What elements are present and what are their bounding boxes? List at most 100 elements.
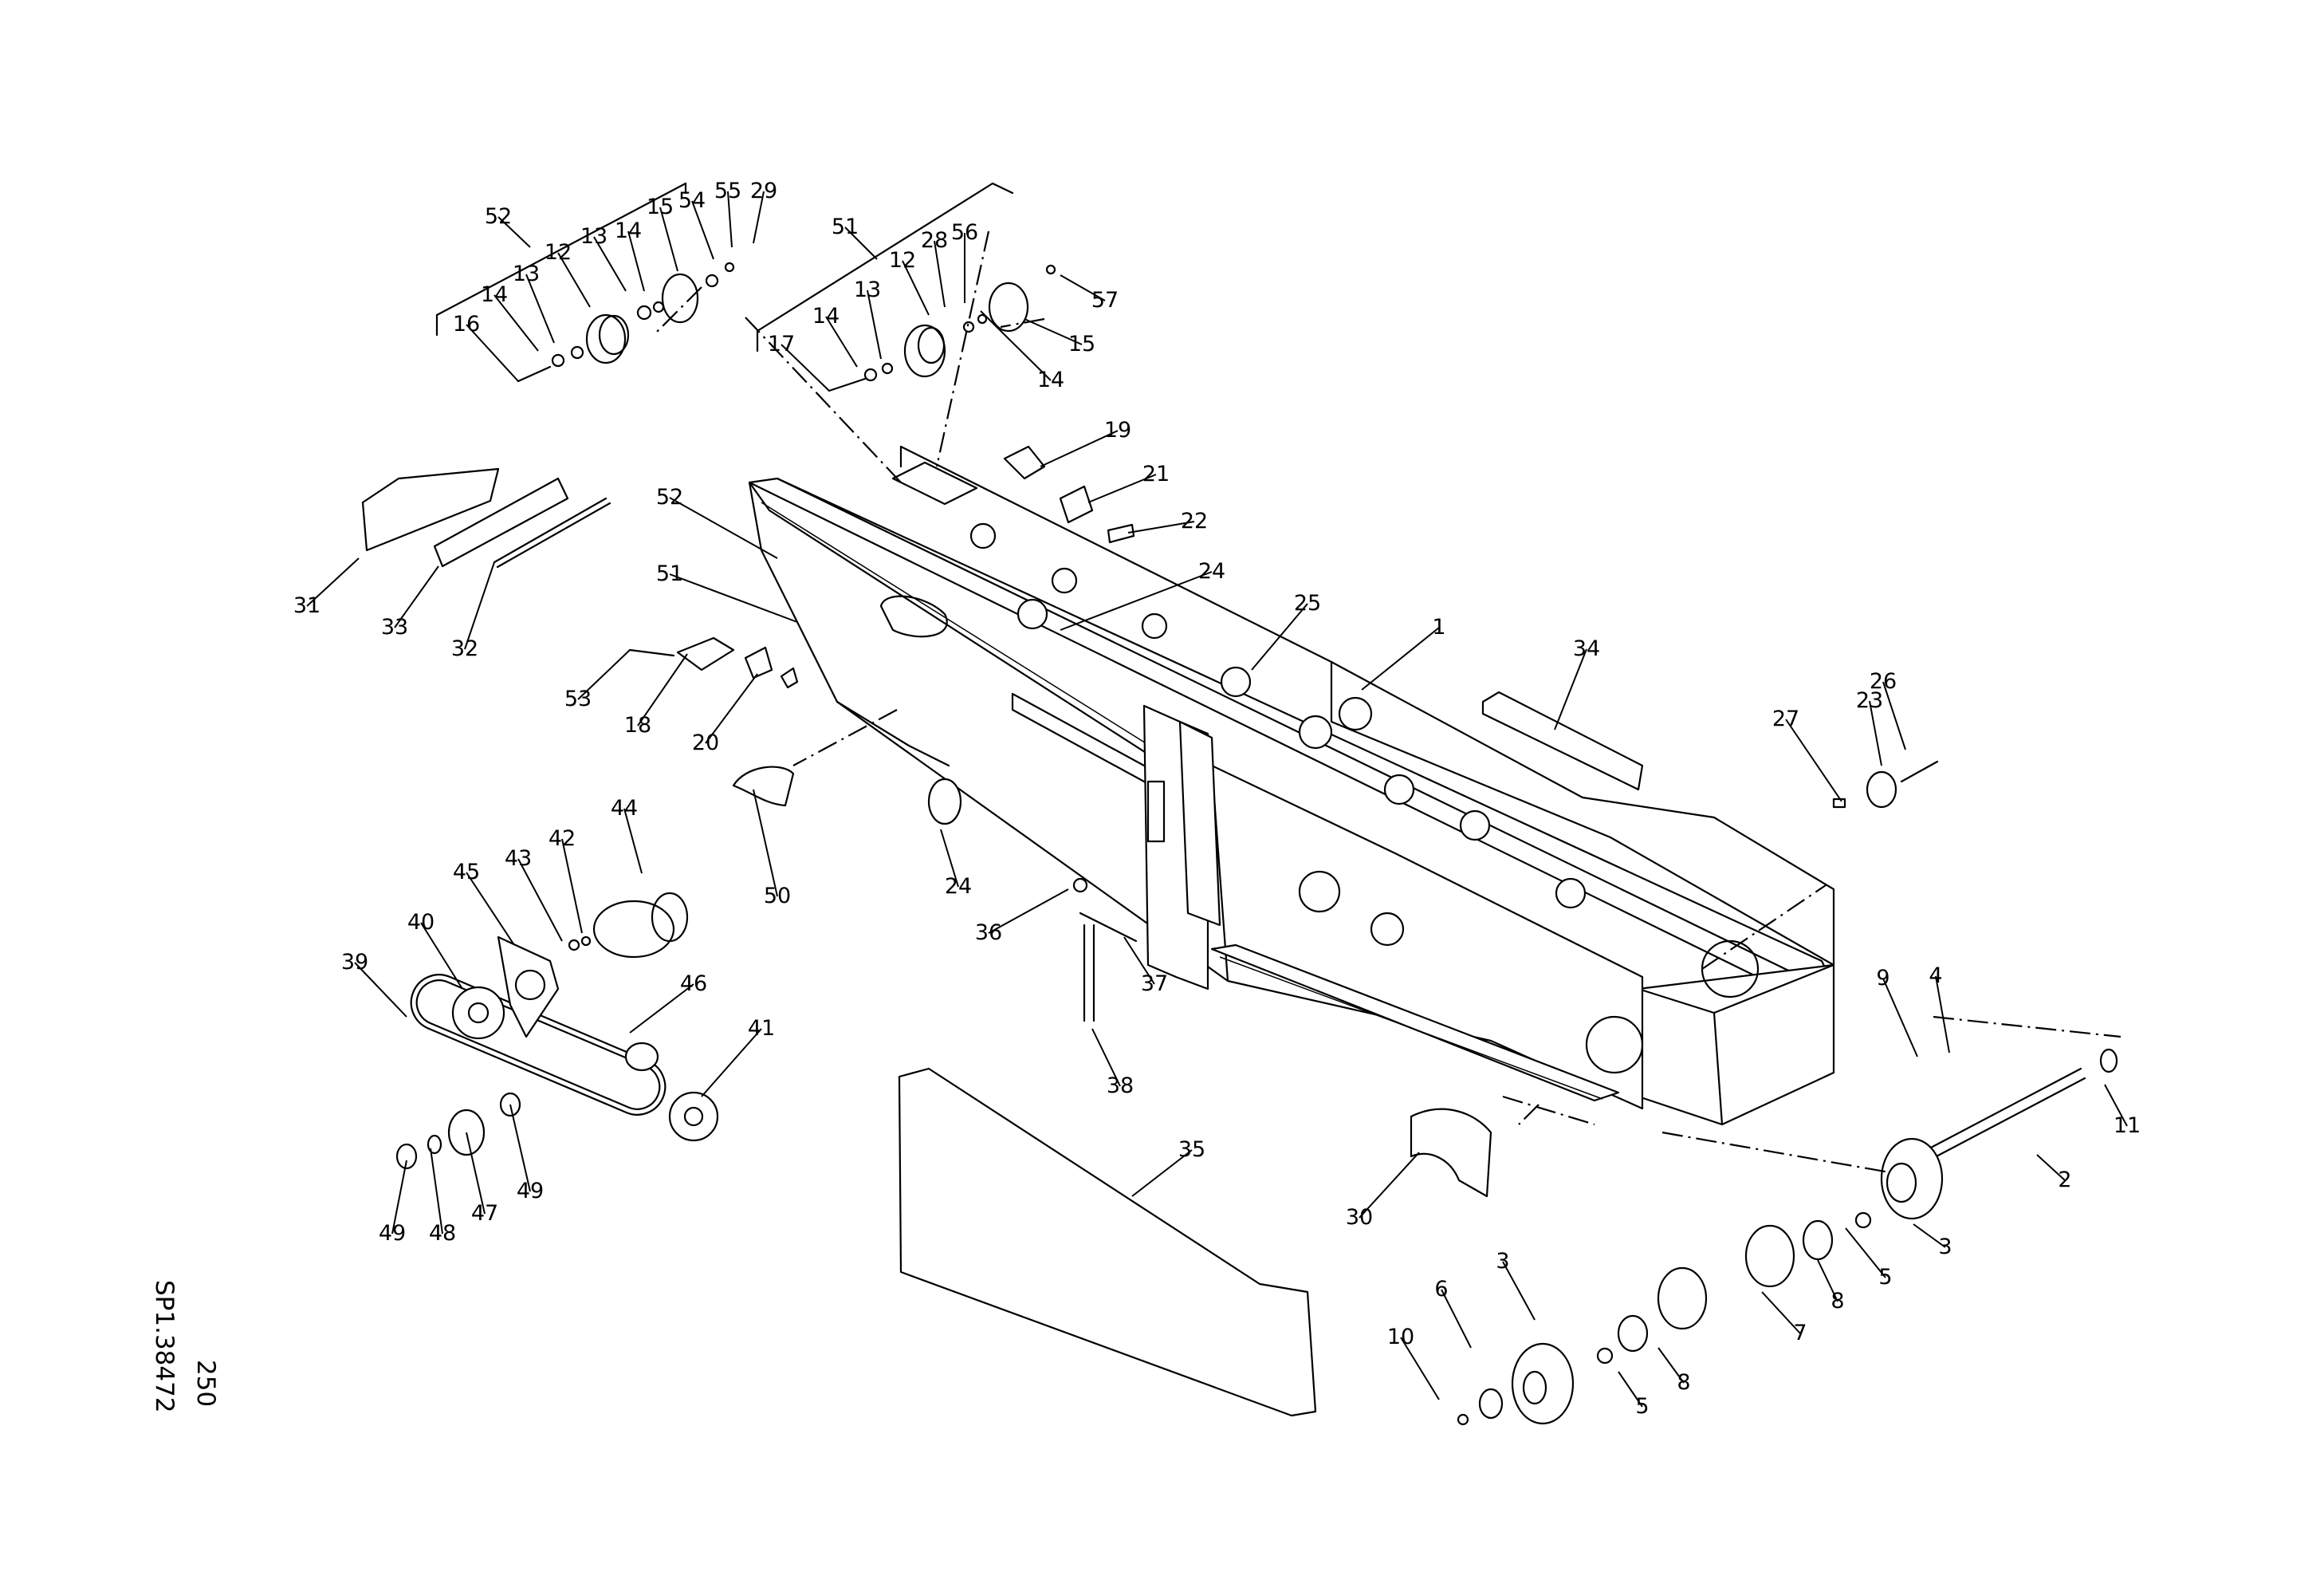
callout-leader-c3b	[1502, 1261, 1536, 1321]
callout-label-c28: 28	[921, 228, 948, 253]
callout-label-c56: 56	[951, 220, 978, 245]
callout-leader-c24b	[940, 829, 959, 888]
callout-leader-c15a	[659, 207, 678, 272]
callout-leader-c14b	[627, 230, 645, 292]
callout-label-c14b: 14	[615, 219, 642, 243]
callout-leader-c46	[629, 983, 694, 1034]
callout-label-c36: 36	[975, 920, 1002, 945]
callout-label-c35: 35	[1178, 1137, 1205, 1162]
callout-label-c49a: 49	[379, 1221, 406, 1246]
callout-label-c20: 20	[692, 731, 719, 755]
callout-leader-c13a	[525, 274, 555, 344]
assembly-lines	[653, 230, 2121, 1174]
callout-label-c9: 9	[1876, 966, 1889, 990]
callout-label-c14c: 14	[812, 304, 840, 329]
callout-label-c5b: 5	[1635, 1394, 1649, 1419]
callout-label-c15a: 15	[647, 195, 674, 219]
callout-leader-c51a	[844, 226, 878, 260]
callout-leader-c21	[1087, 474, 1157, 503]
callout-leader-c2	[2036, 1154, 2066, 1181]
callout-label-c55: 55	[714, 179, 741, 203]
callout-label-c45: 45	[453, 860, 480, 884]
callout-leader-c31	[306, 557, 360, 607]
callout-label-c34: 34	[1573, 636, 1600, 661]
callout-leader-c20	[705, 673, 758, 744]
callout-label-c24b: 24	[945, 874, 972, 899]
callout-leader-c33	[394, 565, 439, 628]
callout-label-c29: 29	[750, 179, 777, 203]
callout-leader-c24a	[1060, 571, 1213, 631]
callout-label-c37: 37	[1141, 971, 1168, 996]
callout-label-c32: 32	[451, 636, 478, 661]
callout-leader-c37	[1123, 936, 1155, 985]
callout-label-c26: 26	[1870, 669, 1897, 694]
callout-label-c25: 25	[1294, 591, 1321, 616]
callout-label-c13c: 13	[854, 278, 881, 302]
callout-label-c8a: 8	[1830, 1289, 1844, 1313]
callout-label-c3b: 3	[1496, 1249, 1509, 1274]
callout-leader-c19	[1040, 430, 1119, 467]
callout-leader-c30	[1359, 1152, 1420, 1219]
callout-leader-c44	[623, 808, 643, 874]
callout-label-c22: 22	[1181, 509, 1208, 534]
callout-leader-c15b	[1024, 318, 1083, 345]
callout-leader-c11	[2104, 1084, 2128, 1127]
callout-label-c43: 43	[505, 846, 532, 871]
callout-label-c38: 38	[1107, 1073, 1134, 1098]
callout-label-c39: 39	[341, 950, 368, 975]
callout-label-c42: 42	[549, 826, 576, 851]
pulley-assembly-51	[756, 182, 1056, 392]
callout-label-c46: 46	[680, 971, 707, 996]
callout-label-c18: 18	[624, 713, 651, 738]
pulley-assembly-52	[435, 182, 735, 383]
callout-label-c13a: 13	[513, 262, 540, 286]
callout-label-c14a: 14	[481, 282, 508, 307]
callout-label-c47: 47	[471, 1201, 498, 1226]
callout-leader-c9	[1882, 978, 1918, 1057]
callout-label-c24a: 24	[1198, 559, 1225, 584]
callout-leader-c14c	[825, 316, 858, 368]
callout-leader-c52a	[497, 216, 531, 248]
callout-label-c52b: 52	[656, 485, 683, 510]
callout-leader-c47	[466, 1132, 486, 1215]
callout-leader-c14d	[980, 310, 1052, 381]
callout-label-c52a: 52	[485, 204, 512, 229]
callout-leader-c7	[1761, 1291, 1801, 1334]
callout-leader-c4	[1935, 975, 1950, 1053]
callout-leader-c57	[1060, 274, 1106, 301]
shaft-assembly	[1457, 1048, 2118, 1426]
callout-label-c33: 33	[381, 615, 408, 640]
callout-label-c3a: 3	[1938, 1235, 1952, 1259]
callout-leader-c29	[753, 191, 765, 244]
callout-label-c7: 7	[1793, 1321, 1807, 1345]
callout-leader-c5a	[1845, 1227, 1886, 1278]
callout-leader-c22	[1127, 521, 1195, 534]
callout-label-c10: 10	[1387, 1325, 1414, 1349]
callout-label-c44: 44	[611, 796, 638, 821]
callout-label-c6: 6	[1434, 1277, 1448, 1302]
callout-leader-c48	[430, 1148, 443, 1235]
callout-leader-c6	[1441, 1289, 1472, 1349]
callout-label-c53: 53	[564, 687, 592, 711]
callout-leader-c38	[1091, 1028, 1121, 1087]
callout-label-c41: 41	[748, 1016, 775, 1041]
guard-34	[1481, 691, 1644, 791]
chain-drive	[395, 892, 719, 1170]
guard-35	[898, 1067, 1317, 1417]
callout-label-c14d: 14	[1037, 368, 1064, 392]
callout-leader-c41	[701, 1028, 762, 1097]
callout-leader-c32	[464, 561, 495, 650]
bolt-assembly-36-38	[1072, 877, 1138, 1022]
callout-leader-c36	[988, 888, 1069, 934]
callout-label-c54: 54	[678, 188, 706, 213]
callout-label-c31: 31	[293, 593, 320, 618]
drawing-code: SP1.38472	[150, 1280, 179, 1413]
callout-label-c16: 16	[453, 312, 480, 337]
callout-label-c57: 57	[1091, 288, 1119, 313]
callout-leader-c49b	[509, 1104, 531, 1192]
callout-leader-c17	[781, 344, 830, 392]
callout-label-c8b: 8	[1677, 1370, 1690, 1395]
callout-leader-c23	[1869, 700, 1882, 766]
callout-leader-c13c	[867, 289, 882, 360]
